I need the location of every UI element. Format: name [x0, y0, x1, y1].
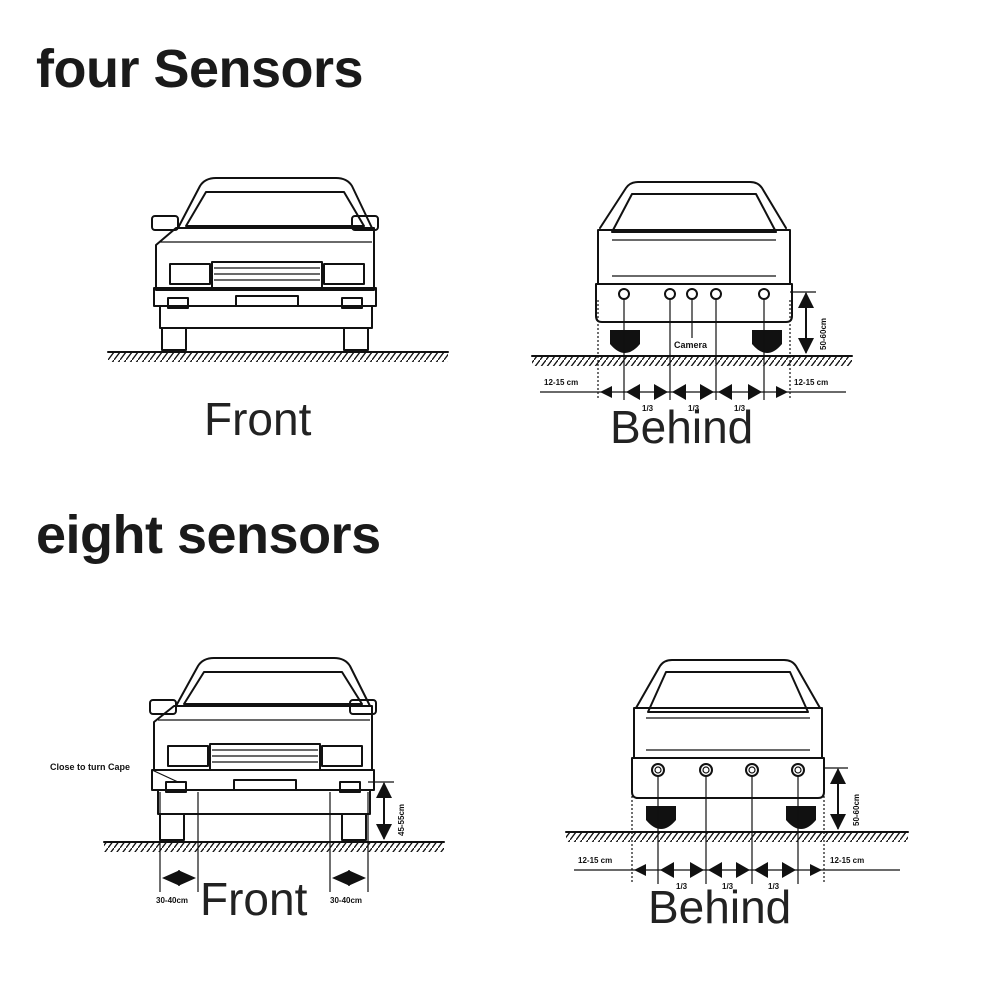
eight-sensors-heading: eight sensors [36, 505, 381, 565]
rear-spacing-label-3: 1/3 [768, 882, 780, 891]
rear-spacing-label-3: 1/3 [734, 404, 746, 413]
camera-label: Camera [674, 340, 708, 350]
front-car-eight-sensors [103, 657, 445, 892]
front-car-four-sensors [107, 177, 449, 362]
rear-spacing-label-1: 1/3 [676, 882, 688, 891]
rear-spacing-label-2: 1/3 [688, 404, 700, 413]
four-sensors-heading: four Sensors [36, 39, 364, 99]
rear-caption: Behind [648, 881, 792, 933]
corner-sensor-label: Close to turn Cape [50, 762, 131, 772]
rear-car-eight-sensors [565, 659, 909, 884]
front-height-label: 45-55cm [397, 803, 406, 836]
front-left-width-label: 30-40cm [156, 896, 189, 905]
front-caption: Front [200, 873, 308, 925]
rear-spacing-label-1: 1/3 [642, 404, 654, 413]
front-right-width-label: 30-40cm [330, 896, 363, 905]
rear-caption: Behind [610, 401, 754, 453]
rear-left-edge-label: 12-15 cm [578, 856, 613, 865]
rear-right-edge-label: 12-15 cm [830, 856, 865, 865]
rear-right-edge-label: 12-15 cm [794, 378, 829, 387]
rear-car-four-sensors [531, 181, 853, 400]
front-caption: Front [204, 393, 312, 445]
rear-height-label: 50-60cm [852, 793, 861, 826]
rear-height-label: 50-60cm [819, 317, 828, 350]
rear-left-edge-label: 12-15 cm [544, 378, 579, 387]
rear-spacing-label-2: 1/3 [722, 882, 734, 891]
